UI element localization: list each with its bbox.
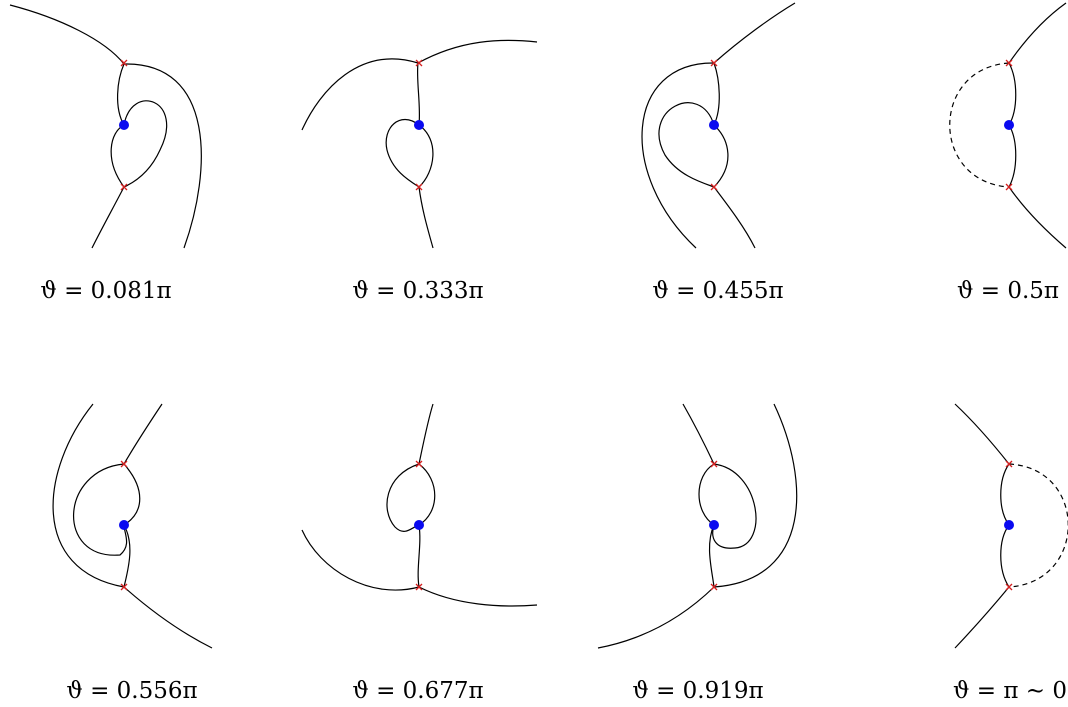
- branch-point-cross: [710, 460, 718, 468]
- trajectory-3b: [641, 62, 715, 249]
- branch-point-cross: [710, 583, 718, 591]
- trajectory-8c: [1000, 463, 1010, 526]
- branch-point-cross: [1005, 183, 1013, 191]
- trajectory-5e: [123, 524, 131, 588]
- branch-point-cross: [120, 59, 128, 67]
- branch-point-cross: [120, 460, 128, 468]
- trajectory-5a: [123, 403, 163, 465]
- trajectory-7e: [713, 403, 798, 588]
- trajectory-7b: [698, 463, 715, 526]
- panel-6: [301, 403, 538, 607]
- caption-panel-5: ϑ = 0.556π: [66, 678, 197, 704]
- trajectory-6f: [418, 586, 538, 607]
- trajectory-3f: [713, 186, 756, 249]
- puncture-dot: [119, 120, 129, 130]
- trajectory-6e: [301, 529, 420, 591]
- trajectory-1a: [9, 4, 125, 65]
- trajectory-2c: [416, 62, 421, 126]
- puncture-dot: [1004, 520, 1014, 530]
- trajectory-1d: [123, 100, 168, 188]
- panel-5: [52, 403, 213, 649]
- trajectory-1e: [110, 124, 125, 188]
- trajectory-4e: [1008, 186, 1067, 249]
- dashed-trajectory-4: [949, 62, 1010, 188]
- caption-panel-6: ϑ = 0.677π: [352, 678, 483, 704]
- trajectory-4c: [1008, 62, 1017, 126]
- puncture-dot: [414, 520, 424, 530]
- dashed-trajectory-8: [1008, 463, 1068, 588]
- branch-point-cross: [415, 583, 423, 591]
- branch-point-cross: [415, 183, 423, 191]
- caption-panel-4: ϑ = 0.5π: [957, 278, 1059, 304]
- trajectory-2e: [418, 124, 434, 188]
- branch-point-cross: [1005, 460, 1013, 468]
- trajectory-7a: [682, 403, 715, 465]
- puncture-dot: [709, 520, 719, 530]
- trajectory-2d: [385, 118, 420, 188]
- trajectory-4a: [1008, 2, 1067, 64]
- caption-panel-2: ϑ = 0.333π: [352, 278, 483, 304]
- trajectory-6b: [386, 463, 420, 532]
- branch-point-cross: [120, 583, 128, 591]
- trajectory-5d: [52, 403, 125, 588]
- puncture-dot: [119, 520, 129, 530]
- trajectory-3e: [713, 124, 729, 188]
- branch-point-cross: [710, 183, 718, 191]
- caption-panel-7: ϑ = 0.919π: [632, 678, 763, 704]
- trajectory-8e: [954, 586, 1010, 649]
- branch-point-cross: [710, 59, 718, 67]
- trajectory-1f: [91, 186, 125, 249]
- trajectory-4d: [1008, 124, 1017, 188]
- trajectory-1b: [116, 63, 125, 126]
- trajectory-3c: [713, 62, 720, 126]
- trajectory-6a: [418, 403, 434, 465]
- panel-4: [949, 2, 1067, 249]
- panel-3: [641, 2, 796, 249]
- panel-7: [597, 403, 798, 649]
- trajectory-8d: [1000, 524, 1010, 588]
- trajectory-5f: [123, 586, 213, 649]
- trajectory-6c: [418, 463, 436, 526]
- trajectory-8a: [954, 403, 1010, 465]
- branch-point-cross: [415, 59, 423, 67]
- puncture-dot: [709, 120, 719, 130]
- trajectory-7c: [712, 463, 757, 549]
- trajectory-2b: [417, 39, 538, 64]
- trajectory-5c: [123, 463, 141, 526]
- trajectory-2f: [418, 186, 434, 249]
- trajectory-7f: [597, 586, 715, 649]
- caption-panel-1: ϑ = 0.081π: [40, 278, 171, 304]
- branch-point-cross: [415, 460, 423, 468]
- puncture-dot: [414, 120, 424, 130]
- panel-8: [954, 403, 1068, 649]
- markers-layer: [119, 59, 1014, 591]
- branch-point-cross: [1005, 59, 1013, 67]
- caption-panel-8: ϑ = π ∼ 0: [953, 678, 1067, 704]
- branch-point-cross: [1005, 583, 1013, 591]
- trajectory-5b: [73, 463, 128, 556]
- puncture-dot: [1004, 120, 1014, 130]
- trajectory-1c: [123, 63, 202, 249]
- panel-2: [301, 39, 538, 249]
- trajectory-6d: [417, 524, 421, 588]
- trajectory-3a: [713, 2, 796, 64]
- trajectory-3d: [658, 102, 715, 188]
- trajectory-7d: [708, 524, 715, 588]
- branch-point-cross: [120, 183, 128, 191]
- trajectory-2a: [301, 58, 419, 131]
- caption-panel-3: ϑ = 0.455π: [652, 278, 783, 304]
- panel-1: [9, 4, 202, 249]
